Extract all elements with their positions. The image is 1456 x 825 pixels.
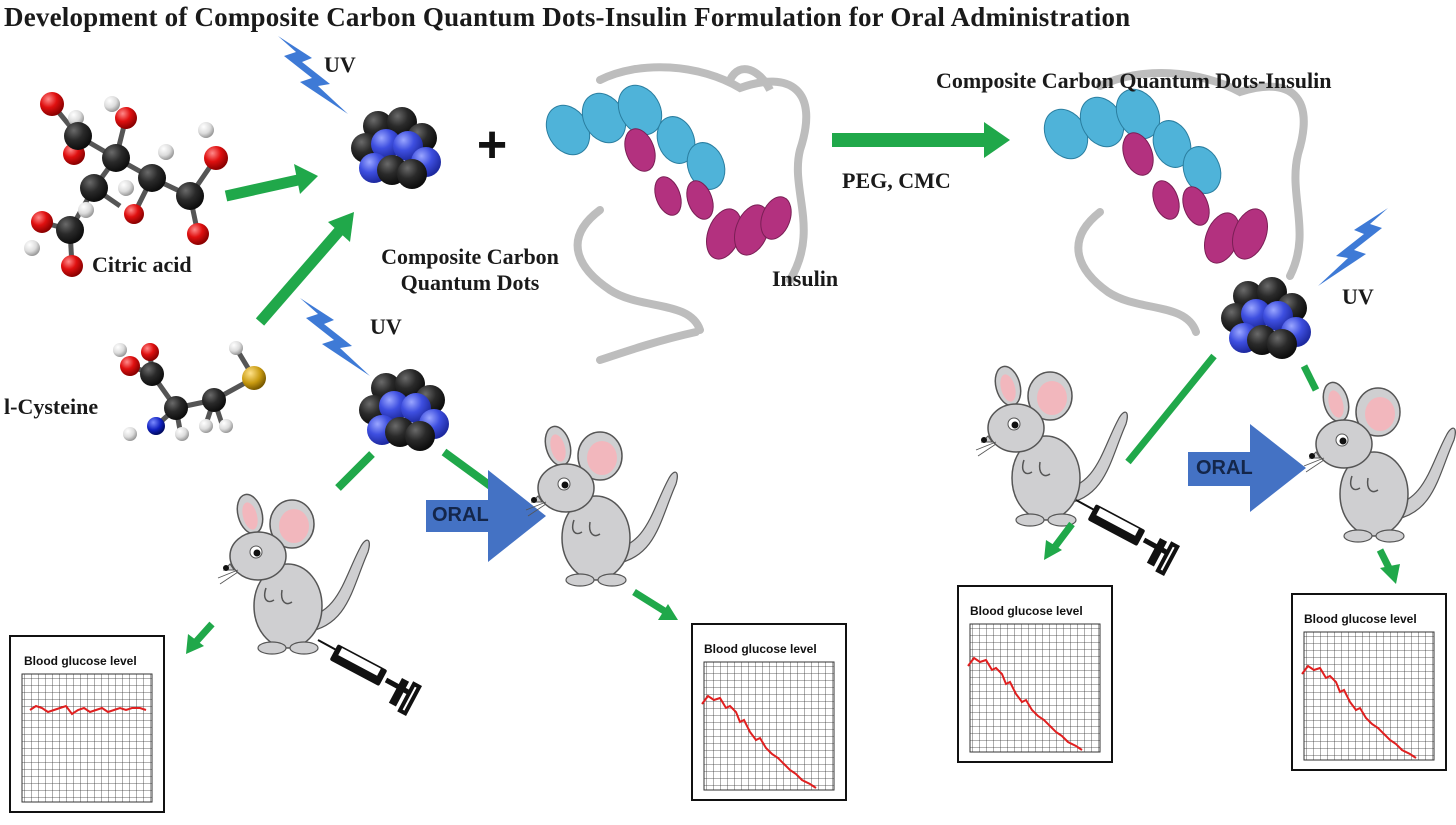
- cqd-insulin-label: Composite Carbon Quantum Dots-Insulin: [936, 68, 1332, 93]
- glucose-graph-panel: [691, 623, 847, 801]
- uv-label: UV: [324, 52, 356, 77]
- cqd-label-line-2: Quantum Dots: [400, 270, 540, 295]
- cqd-label: Composite Carbon Quantum Dots: [352, 244, 588, 296]
- graph-title: Blood glucose level: [24, 654, 137, 668]
- glucose-graph-panel: [957, 585, 1113, 763]
- arrow-to-composite: [832, 122, 1010, 158]
- arrow-to-graph-4: [1376, 548, 1400, 584]
- graph-title: Blood glucose level: [970, 604, 1083, 618]
- graph-title: Blood glucose level: [704, 642, 817, 656]
- l-cysteine-label: l-Cysteine: [4, 394, 99, 419]
- arrow-cqd-to-injection-mouse: [335, 451, 375, 491]
- insulin-label: Insulin: [772, 266, 839, 291]
- glucose-line: [1301, 664, 1417, 759]
- arrow-to-cqd-from-cysteine: [255, 212, 354, 326]
- uv-label: UV: [1342, 284, 1374, 309]
- mouse-icon: [217, 490, 371, 655]
- arrow-to-cqd-from-citric: [224, 164, 318, 202]
- uv-label: UV: [370, 314, 402, 339]
- arrow-composite-to-injection-mouse: [1125, 353, 1217, 465]
- quantum-dot-icon: [359, 369, 449, 451]
- quantum-dot-icon: [351, 107, 441, 189]
- quantum-dot-icon: [1221, 277, 1311, 359]
- syringe-icon: [1076, 500, 1177, 573]
- citric-acid-label: Citric acid: [92, 252, 192, 277]
- glucose-graph-panel: [9, 635, 165, 813]
- mouse-icon: [975, 362, 1129, 527]
- syringe-icon: [318, 640, 419, 713]
- arrow-to-graph-2: [632, 589, 678, 620]
- arrow-to-graph-3: [1044, 521, 1075, 560]
- uv-lightning-icon: [1318, 208, 1388, 286]
- arrow-composite-to-oral-mouse: [1300, 364, 1320, 392]
- cqd-label-line-1: Composite Carbon: [381, 244, 559, 269]
- insulin-protein-icon: [545, 63, 811, 364]
- oral-label: ORAL: [432, 504, 489, 526]
- graph-title: Blood glucose level: [1304, 612, 1417, 626]
- oral-label: ORAL: [1196, 457, 1253, 479]
- arrow-cqd-to-oral-mouse: [441, 448, 499, 494]
- l-cysteine-molecule-icon: [113, 341, 266, 441]
- uv-lightning-icon: [300, 298, 370, 376]
- citric-acid-molecule-icon: [24, 92, 228, 277]
- glucose-graph-panel: [1291, 593, 1447, 771]
- oral-arrow: [1188, 424, 1306, 512]
- arrow-to-graph-1: [186, 621, 215, 654]
- page-title: Development of Composite Carbon Quantum …: [4, 2, 1131, 32]
- oral-arrow: [426, 470, 546, 562]
- glucose-line: [967, 656, 1083, 751]
- mouse-icon: [525, 422, 679, 587]
- glucose-line: [29, 704, 147, 716]
- peg-cmc-label: PEG, CMC: [842, 168, 951, 193]
- glucose-line: [701, 694, 817, 789]
- mouse-icon: [1303, 378, 1456, 543]
- plus-sign: +: [477, 116, 507, 174]
- composite-insulin-protein-icon: [1043, 69, 1308, 336]
